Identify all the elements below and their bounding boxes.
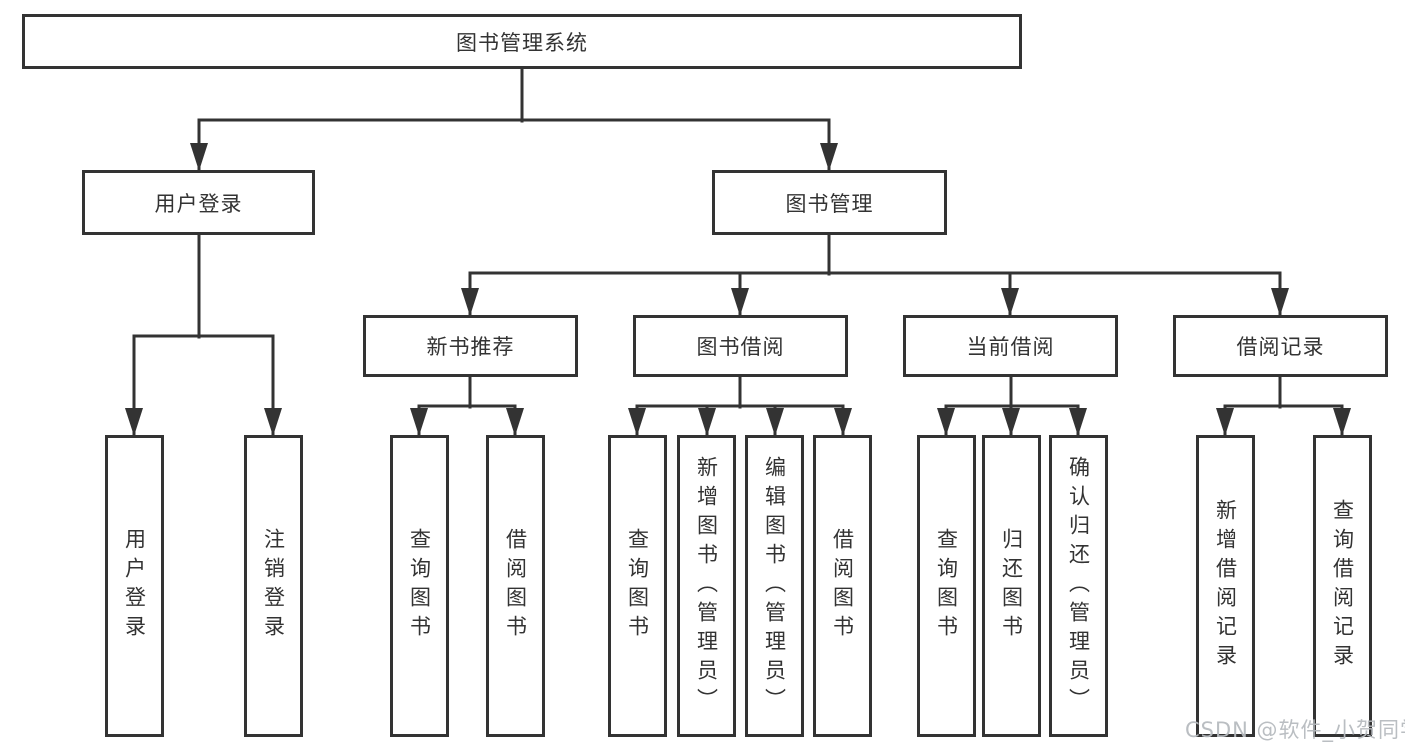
connector-recommend-group: [410, 375, 524, 437]
connector-root: [190, 66, 838, 172]
connector-mgmt-branch: [461, 233, 1289, 317]
leaf-add-borrow-record: 新增借阅记录: [1196, 435, 1255, 737]
leaf-edit-books-admin: 编辑图书（管理员）: [745, 435, 804, 737]
node-book-borrowing: 图书借阅: [633, 315, 848, 377]
node-user-login-branch: 用户登录: [82, 170, 315, 235]
connector-borrow-group: [628, 375, 852, 437]
node-library-management-system: 图书管理系统: [22, 14, 1022, 69]
leaf-borrow-books: 借阅图书: [813, 435, 872, 737]
connector-current-group: [937, 375, 1087, 437]
leaf-borrow-query-books: 查询图书: [608, 435, 667, 737]
leaf-current-query-books: 查询图书: [917, 435, 976, 737]
leaf-recommend-borrow-books: 借阅图书: [486, 435, 545, 737]
csdn-watermark: CSDN @软件_小贺同学: [1185, 718, 1405, 742]
leaf-add-books-admin: 新增图书（管理员）: [677, 435, 736, 737]
leaf-return-books: 归还图书: [982, 435, 1041, 737]
node-borrowing-records: 借阅记录: [1173, 315, 1388, 377]
connector-user-branch: [125, 233, 282, 437]
leaf-user-login: 用户登录: [105, 435, 164, 737]
node-book-management-branch: 图书管理: [712, 170, 947, 235]
leaf-logout: 注销登录: [244, 435, 303, 737]
leaf-recommend-query-books: 查询图书: [390, 435, 449, 737]
node-current-borrowing: 当前借阅: [903, 315, 1118, 377]
node-new-book-recommendation: 新书推荐: [363, 315, 578, 377]
connector-records-group: [1216, 375, 1351, 437]
leaf-query-borrow-record: 查询借阅记录: [1313, 435, 1372, 737]
leaf-confirm-return-admin: 确认归还（管理员）: [1049, 435, 1108, 737]
